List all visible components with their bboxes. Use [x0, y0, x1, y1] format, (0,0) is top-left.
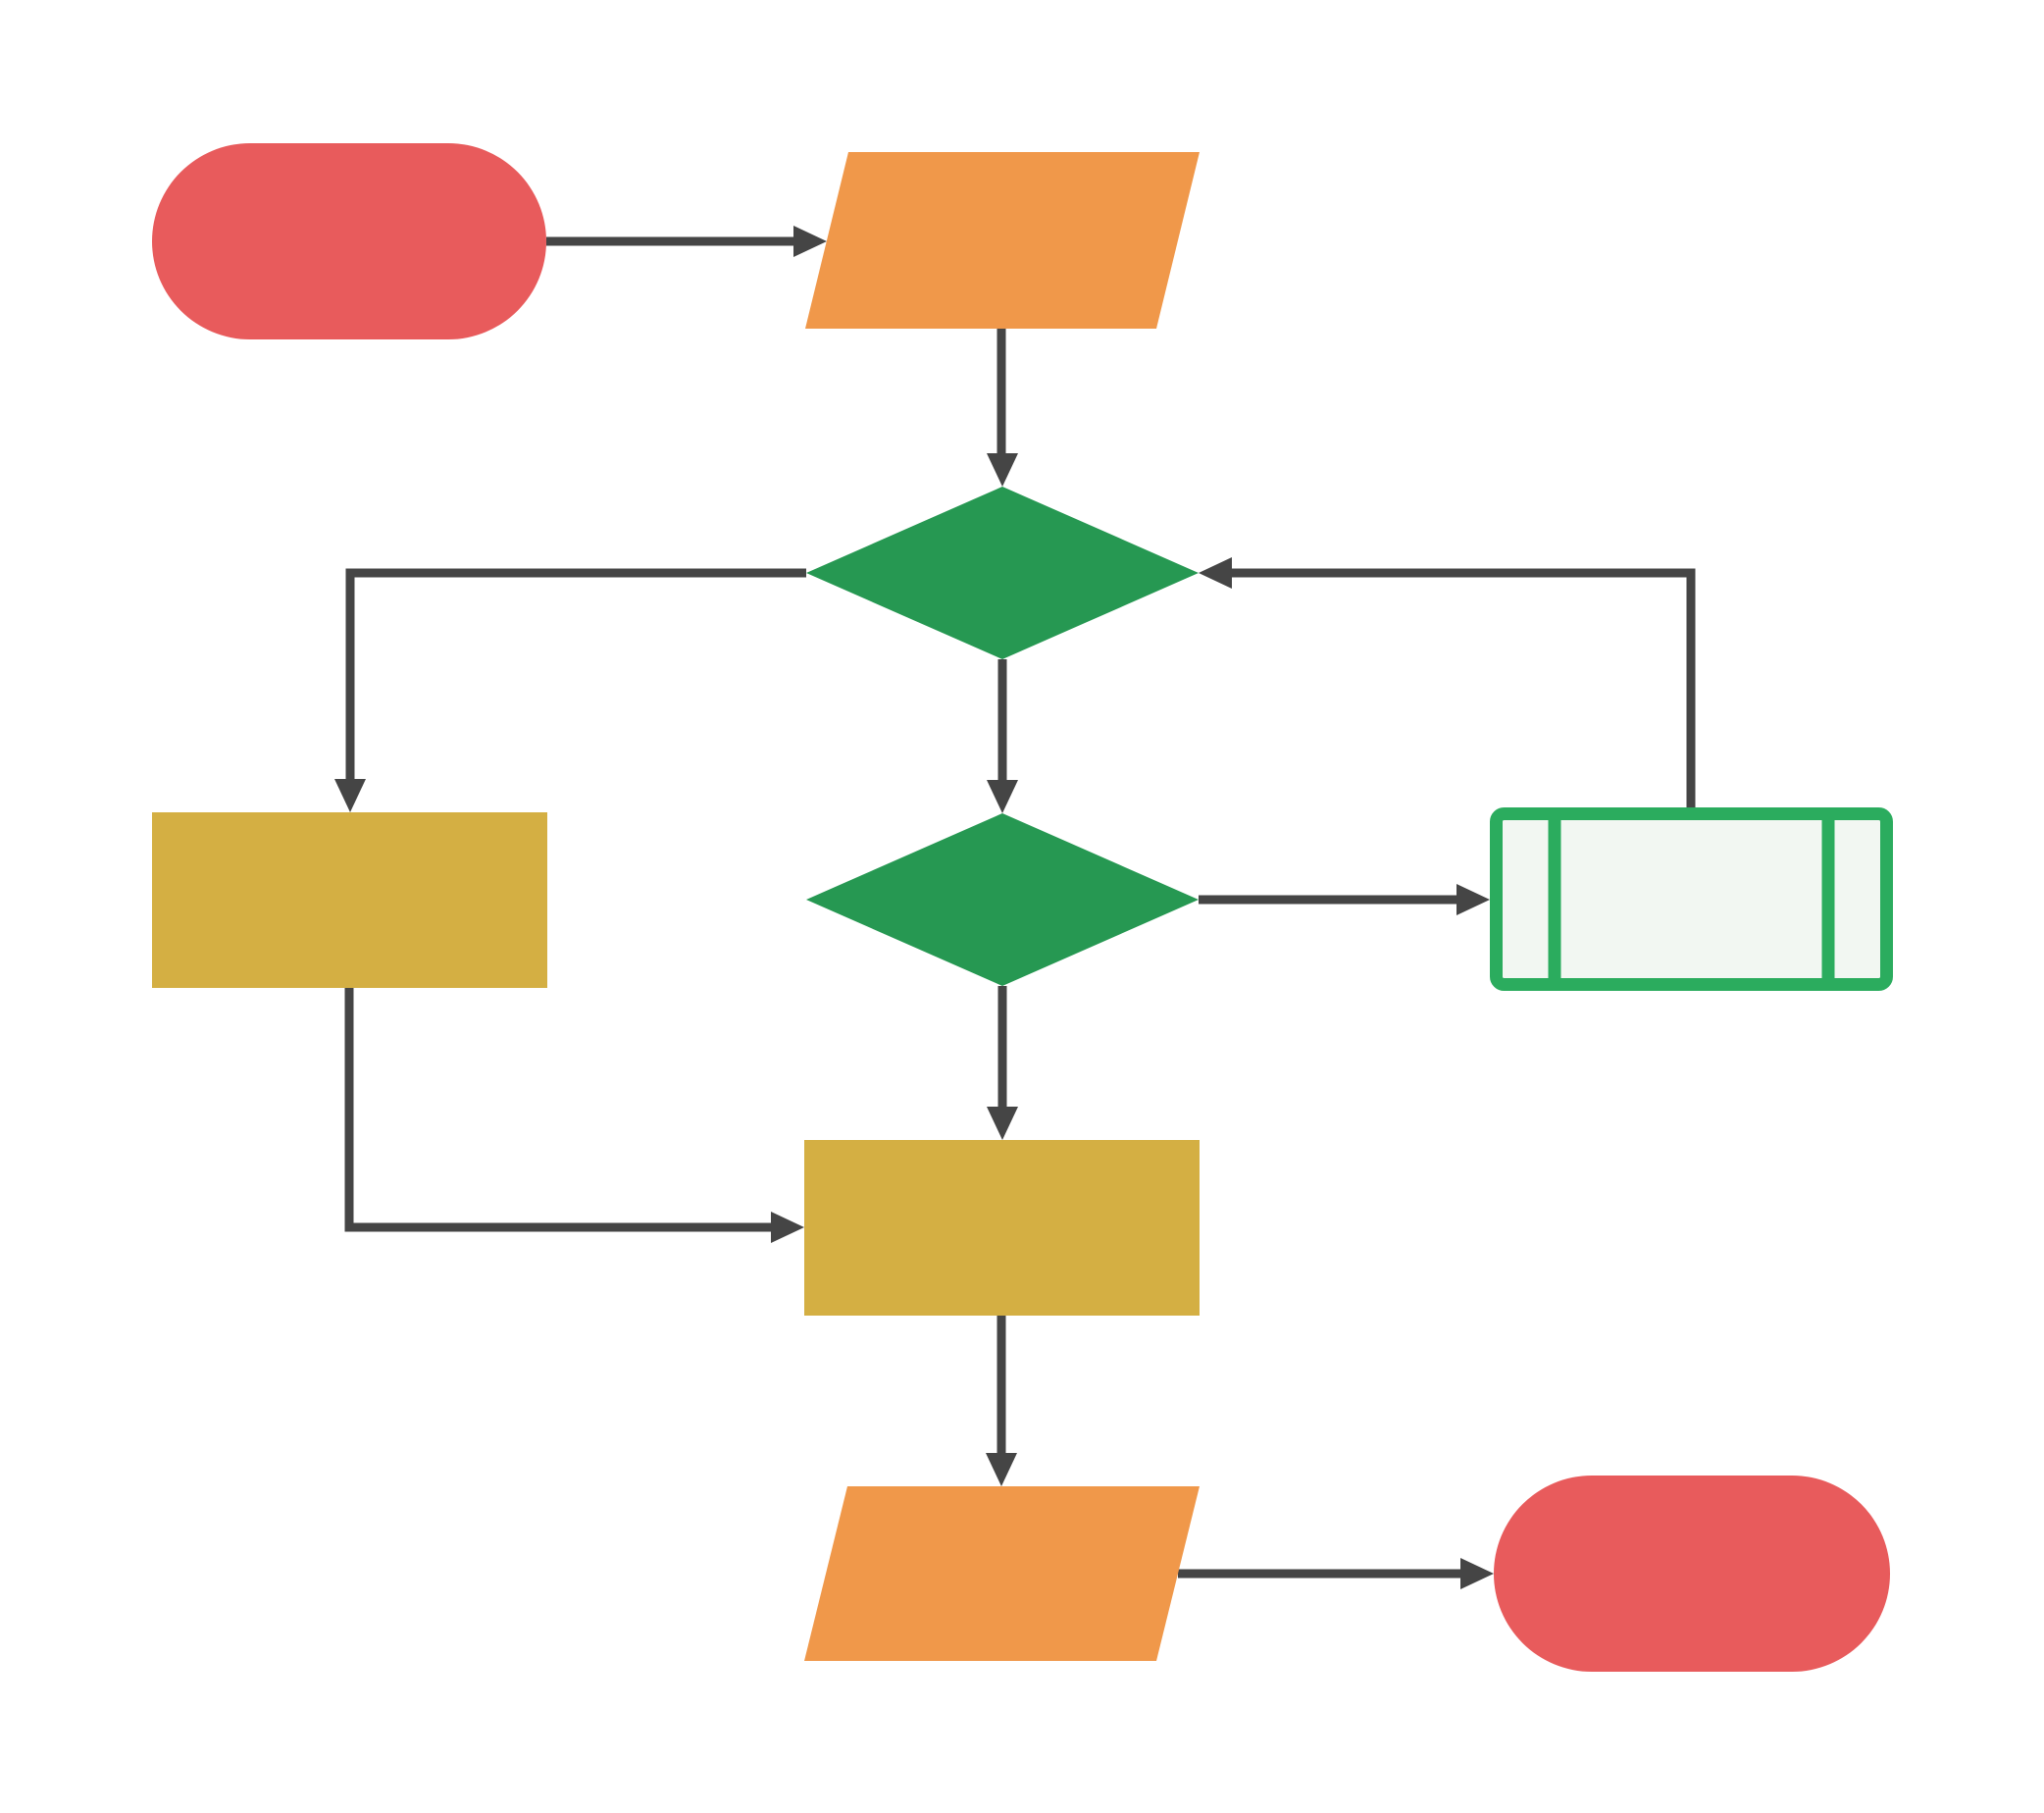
edge-start-to-input [546, 226, 827, 257]
predefined-process-shape [1490, 807, 1893, 991]
node-decision-diamond-1 [806, 487, 1199, 659]
edge-decision1-to-left-process [334, 568, 806, 812]
edge-line-left-process-to-center-process [344, 988, 771, 1232]
terminator-shape [152, 143, 546, 339]
parallelogram-shape [805, 152, 1200, 329]
diamond-shape [806, 813, 1199, 986]
node-end-terminator [1494, 1476, 1890, 1672]
edge-decision2-to-predefined [1199, 884, 1490, 915]
arrowhead-icon [334, 779, 366, 812]
node-decision-diamond-2 [806, 813, 1199, 986]
node-process-rect-center [804, 1140, 1200, 1316]
edge-left-process-to-center-process [344, 988, 804, 1243]
process-shape [804, 1140, 1200, 1316]
arrowhead-icon [987, 453, 1018, 487]
arrowhead-icon [987, 1107, 1018, 1140]
edge-decision2-to-center-process [987, 986, 1018, 1140]
edge-output-to-end [1178, 1558, 1494, 1589]
edge-input-to-decision1 [987, 329, 1018, 487]
arrowhead-icon [1460, 1558, 1494, 1589]
arrowhead-icon [1199, 557, 1232, 589]
edge-line-predefined-to-decision1 [1232, 568, 1696, 807]
node-input-parallelogram-top [805, 152, 1200, 329]
node-process-rect-left [152, 812, 547, 988]
node-predefined-process-box [1490, 807, 1893, 991]
edge-predefined-to-decision1 [1199, 557, 1696, 807]
process-shape [152, 812, 547, 988]
diamond-shape [806, 487, 1199, 659]
parallelogram-shape [804, 1486, 1200, 1661]
arrowhead-icon [987, 780, 1018, 813]
arrowhead-icon [1456, 884, 1490, 915]
node-start-terminator [152, 143, 546, 339]
node-output-parallelogram-bottom [804, 1486, 1200, 1661]
edge-center-process-to-output [986, 1316, 1017, 1486]
edge-line-decision1-to-left-process [345, 568, 806, 779]
terminator-shape [1494, 1476, 1890, 1672]
edge-decision1-to-decision2 [987, 659, 1018, 813]
arrowhead-icon [793, 226, 827, 257]
arrowhead-icon [771, 1212, 804, 1243]
arrowhead-icon [986, 1453, 1017, 1486]
